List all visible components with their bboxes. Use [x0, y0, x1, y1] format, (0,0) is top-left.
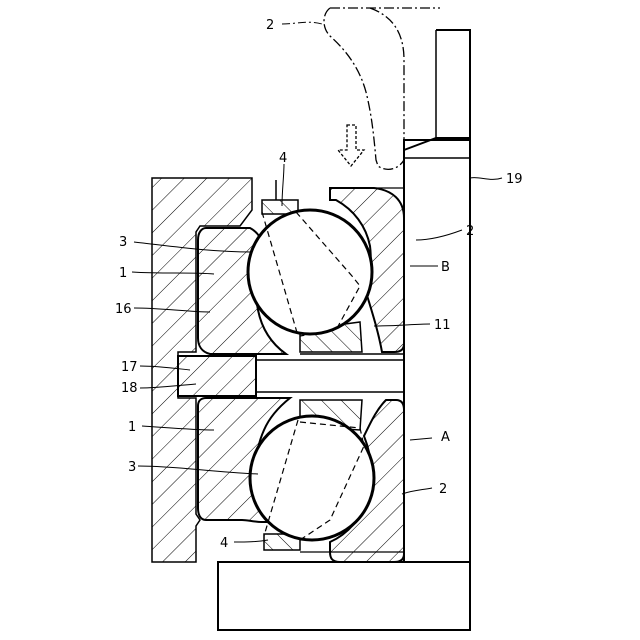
base-plate [218, 562, 470, 630]
shaft-shoulder [404, 30, 470, 150]
label-upper-inner-ring: 1 [119, 266, 127, 281]
label-point-a: A [441, 430, 450, 445]
label-lower-ball: 3 [128, 460, 136, 475]
label-shaft: 19 [506, 172, 523, 187]
label-point-b: B [441, 260, 450, 275]
phantom-outer-ring-right [370, 8, 404, 140]
label-upper-outer-ring-phantom: 2 [266, 18, 274, 33]
shaft-body [404, 140, 470, 562]
label-lower-inner-ring: 1 [128, 420, 136, 435]
label-lower-outer-ring: 2 [439, 482, 447, 497]
label-upper-cage: 4 [279, 151, 287, 166]
insert-arrow-icon [338, 125, 364, 166]
label-housing: 16 [115, 302, 132, 317]
label-spacer: 18 [121, 381, 138, 396]
label-spacer-edge: 17 [121, 360, 138, 375]
label-lower-cage: 4 [220, 536, 228, 551]
label-upper-ball: 3 [119, 235, 127, 250]
label-upper-outer-ring: 2 [466, 224, 474, 239]
spacer-18 [178, 356, 256, 396]
label-groove: 11 [434, 318, 451, 333]
